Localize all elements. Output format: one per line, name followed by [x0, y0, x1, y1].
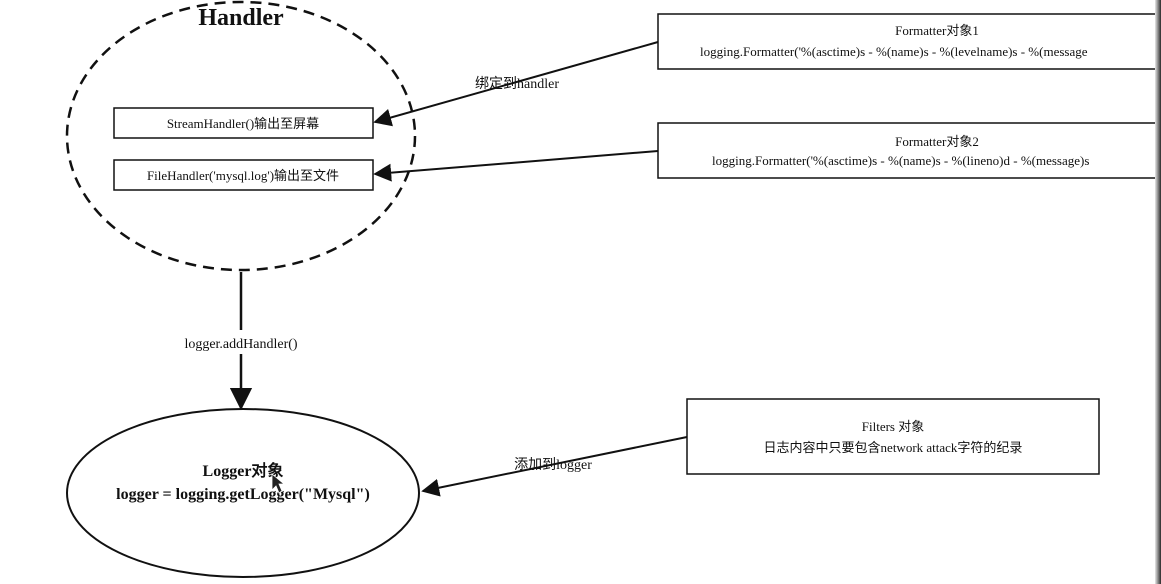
stream-handler-box — [113, 107, 374, 139]
handler-ellipse — [65, 0, 417, 272]
logger-ellipse — [66, 408, 420, 578]
window-edge — [1155, 0, 1161, 584]
filters-box — [686, 398, 1100, 475]
formatter2-code: logging.Formatter('%(asctime)s - %(name)… — [712, 153, 1089, 168]
bind-arrow-1 — [373, 41, 659, 127]
add-to-logger-label: 添加到logger — [514, 457, 592, 473]
formatter2-box — [657, 122, 1161, 179]
stream-handler-label: StreamHandler()输出至屏幕 — [167, 116, 319, 131]
file-handler-label: FileHandler('mysql.log')输出至文件 — [147, 168, 339, 183]
logger-code: logger = logging.getLogger("Mysql") — [116, 486, 370, 503]
filters-title: Filters 对象 — [862, 419, 924, 434]
add-to-logger-arrow — [421, 436, 688, 497]
bind-arrow-2 — [373, 150, 659, 182]
filters-desc: 日志内容中只要包含network attack字符的纪录 — [764, 440, 1023, 455]
formatter1-title: Formatter对象1 — [895, 23, 979, 38]
handler-title: Handler — [198, 5, 284, 31]
formatter1-code: logging.Formatter('%(asctime)s - %(name)… — [700, 44, 1088, 59]
logger-title: Logger对象 — [203, 461, 284, 480]
file-handler-box — [113, 159, 374, 191]
formatter1-box — [657, 13, 1161, 70]
bind-to-handler-label: 绑定到handler — [475, 76, 559, 92]
formatter2-title: Formatter对象2 — [895, 134, 979, 149]
mouse-cursor-icon — [271, 473, 286, 494]
add-handler-label: logger.addHandler() — [184, 337, 297, 352]
